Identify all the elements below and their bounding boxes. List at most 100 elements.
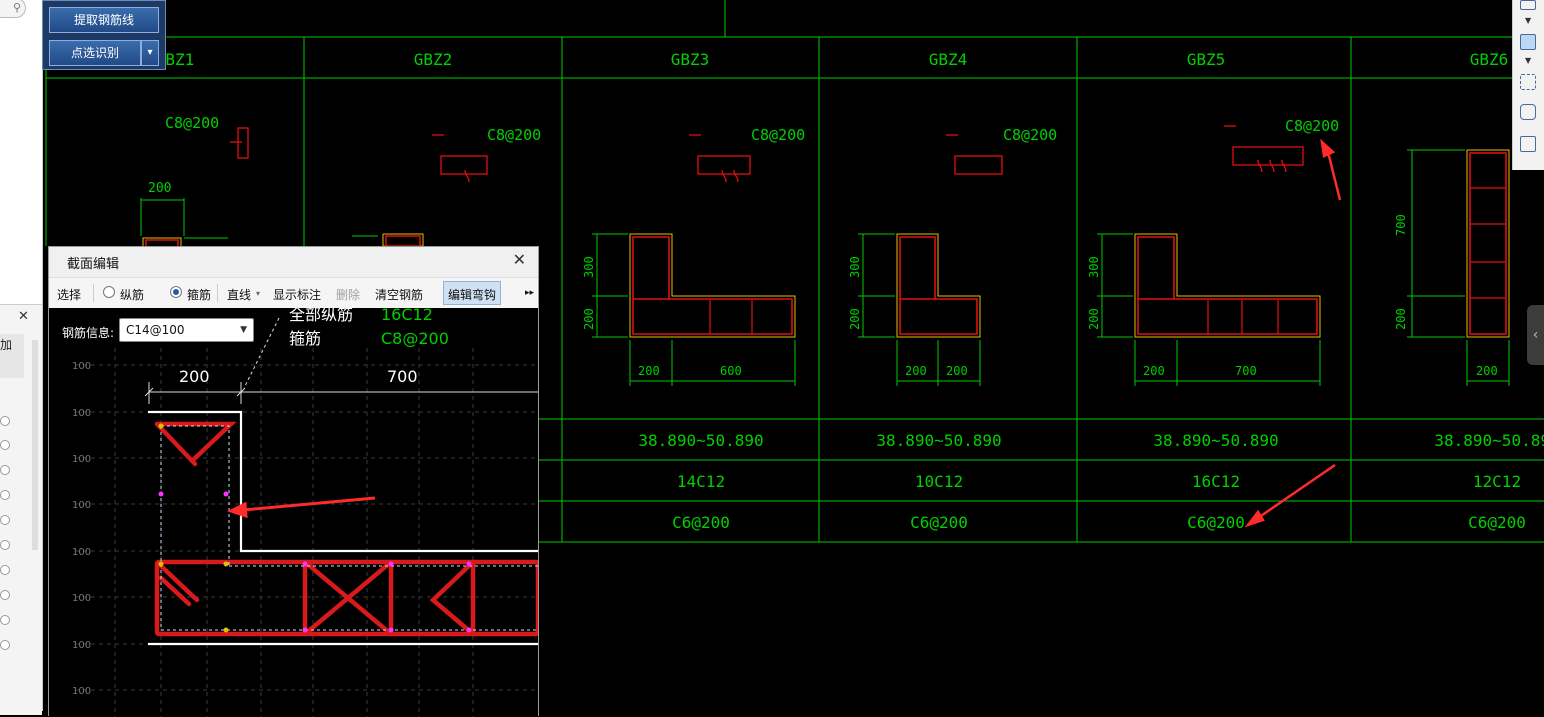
svg-text:300: 300	[1087, 256, 1101, 278]
elevation-gbz6: 38.890~50.890	[1434, 431, 1544, 450]
section-gbz6: 200 700 200	[1394, 149, 1510, 386]
all-longitudinal-label: 全部纵筋	[289, 308, 353, 324]
section-gbz4: 200 200 300 200	[848, 233, 981, 386]
col-header-gbz5: GBZ5	[1187, 50, 1226, 69]
left-side-panel: ⚲ ✕ 加	[0, 0, 43, 715]
radio-option[interactable]	[0, 515, 10, 525]
dimension-line	[144, 317, 538, 404]
close-icon[interactable]: ✕	[512, 250, 526, 269]
section-gbz1: 200	[140, 181, 228, 249]
pick-identify-button[interactable]: 点选识别	[49, 40, 141, 66]
stirrup-radio[interactable]	[170, 286, 182, 298]
panel-scrollbar[interactable]	[32, 340, 38, 550]
select-tool[interactable]: 选择	[57, 288, 82, 302]
all-longitudinal-value: 16C12	[381, 308, 433, 324]
stirrup-rebars	[154, 421, 538, 637]
svg-text:100: 100	[72, 640, 91, 651]
longitudinal-radio[interactable]	[103, 286, 115, 298]
fullscreen-icon[interactable]	[1520, 74, 1536, 90]
radio-option[interactable]	[0, 590, 10, 600]
rebar-points[interactable]	[158, 423, 472, 633]
more-tools-icon[interactable]: ▸▸	[525, 288, 535, 298]
radio-option[interactable]	[0, 416, 10, 426]
chevron-down-icon[interactable]: ▼	[1525, 56, 1532, 65]
chevron-down-icon[interactable]: ▼	[1525, 16, 1532, 25]
svg-text:100: 100	[72, 547, 91, 558]
section-edit-dialog: 截面编辑 ✕ 选择 纵筋 箍筋 直线 ▾ 显示标注 删除 清空钢筋 编辑弯钩 ▸…	[48, 246, 539, 717]
3d-view-icon[interactable]	[1520, 104, 1536, 120]
svg-text:300: 300	[848, 256, 862, 278]
radio-option[interactable]	[0, 565, 10, 575]
svg-text:200: 200	[1394, 308, 1408, 330]
longitudinal-gbz3: 14C12	[677, 472, 725, 491]
search-box[interactable]: ⚲	[0, 0, 26, 18]
svg-text:200: 200	[148, 181, 171, 196]
radio-option[interactable]	[0, 465, 10, 475]
edit-hook-button[interactable]: 编辑弯钩	[448, 288, 497, 302]
svg-text:100: 100	[72, 361, 91, 372]
callout-gbz5: C8@200	[1285, 117, 1339, 135]
dialog-toolbar: 选择 纵筋 箍筋 直线 ▾ 显示标注 删除 清空钢筋 编辑弯钩 ▸▸	[49, 277, 538, 309]
stirrup-gbz4: C6@200	[910, 513, 968, 532]
radio-option[interactable]	[0, 640, 10, 650]
radio-option[interactable]	[0, 540, 10, 550]
chevron-down-icon: ▼	[240, 325, 247, 335]
delete-button[interactable]: 删除	[336, 288, 361, 302]
pick-identify-dropdown[interactable]: ▾	[141, 40, 159, 66]
longitudinal-label: 纵筋	[120, 288, 145, 302]
section-canvas[interactable]: 100 100 100 100 100 100 100 100 200 700	[49, 308, 538, 717]
section-gbz3: 200 600 300 200	[582, 233, 796, 386]
canvas-rebar-labels: 全部纵筋 16C12 箍筋 C8@200	[289, 308, 449, 348]
svg-text:100: 100	[72, 408, 91, 419]
dimension-700: 700	[387, 367, 418, 386]
collapse-panel-tab[interactable]: ‹	[1527, 305, 1544, 365]
col-header-gbz4: GBZ4	[929, 50, 968, 69]
line-tool[interactable]: 直线	[227, 288, 252, 302]
dimension-200: 200	[179, 367, 210, 386]
svg-text:200: 200	[1087, 308, 1101, 330]
longitudinal-gbz6: 12C12	[1473, 472, 1521, 491]
svg-text:100: 100	[72, 500, 91, 511]
svg-text:700: 700	[1394, 214, 1408, 236]
show-annotation-button[interactable]: 显示标注	[273, 288, 322, 302]
svg-text:100: 100	[72, 686, 91, 697]
stirrup-callouts: C8@200 C8@200 C8@200 C8@200 C8@200	[165, 114, 1339, 144]
callout-gbz4: C8@200	[1003, 126, 1057, 144]
stirrup-details	[230, 125, 1304, 183]
elevation-gbz4: 38.890~50.890	[876, 431, 1001, 450]
view-icon[interactable]	[1520, 0, 1536, 10]
annotation-arrows	[1244, 138, 1342, 528]
close-icon[interactable]: ✕	[18, 309, 29, 324]
radio-option[interactable]	[0, 490, 10, 500]
annotation-arrow	[227, 496, 376, 519]
svg-text:200: 200	[905, 364, 927, 378]
extract-rebar-line-button[interactable]: 提取钢筋线	[49, 7, 159, 33]
section-gbz5: 200 700 300 200	[1087, 233, 1321, 386]
svg-text:700: 700	[1235, 364, 1257, 378]
rebar-info-select[interactable]: C14@100 ▼	[119, 318, 254, 342]
stirrup-label: 箍筋	[187, 288, 212, 302]
longitudinal-gbz4: 10C12	[915, 472, 963, 491]
svg-text:300: 300	[582, 256, 596, 278]
clear-rebar-button[interactable]: 清空钢筋	[375, 288, 424, 302]
radio-option[interactable]	[0, 440, 10, 450]
svg-text:600: 600	[720, 364, 742, 378]
stirrup-gbz5: C6@200	[1187, 513, 1245, 532]
longitudinal-gbz5: 16C12	[1192, 472, 1240, 491]
svg-text:200: 200	[638, 364, 660, 378]
svg-text:200: 200	[1476, 364, 1498, 378]
col-header-gbz6: GBZ6	[1470, 50, 1509, 69]
stirrup-canvas-value: C8@200	[381, 329, 449, 348]
callout-gbz3: C8@200	[751, 126, 805, 144]
section-drawing[interactable]: 100 100 100 100 100 100 100 100 200 700	[49, 308, 538, 717]
properties-icon[interactable]	[1520, 136, 1536, 152]
add-label[interactable]: 加	[0, 334, 24, 378]
cube-view-icon[interactable]	[1520, 34, 1536, 50]
rebar-info-label: 钢筋信息:	[62, 326, 115, 340]
recognition-toolbar: 提取钢筋线 点选识别 ▾	[42, 0, 166, 70]
radio-option[interactable]	[0, 615, 10, 625]
elevation-gbz5: 38.890~50.890	[1153, 431, 1278, 450]
section-gbz2	[352, 233, 424, 247]
chevron-down-icon[interactable]: ▾	[256, 289, 261, 298]
